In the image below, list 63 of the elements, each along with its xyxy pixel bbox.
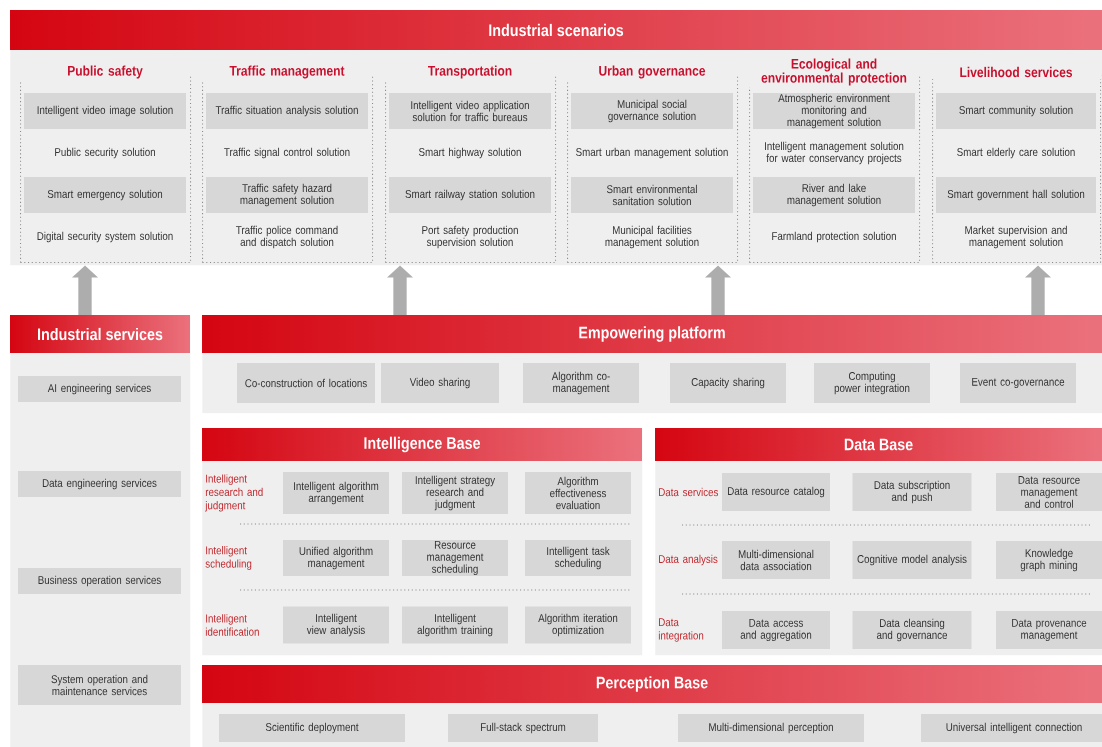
- item-box: Intelligent algorithm arrangement: [283, 472, 389, 514]
- item-box: Smart environmental sanitation solution: [571, 177, 733, 213]
- item-box: Smart government hall solution: [936, 177, 1096, 213]
- item-box: Intelligent video application solution for traffic bureaus: [389, 93, 551, 129]
- item-box: Data resource catalog: [722, 473, 830, 511]
- item-box: Multi-dimensional data association: [722, 541, 830, 579]
- item-box: Smart railway station solution: [389, 177, 551, 213]
- item-label: Market supervision and management solution: [965, 225, 1067, 249]
- row-label: Intelligent scheduling: [205, 546, 252, 570]
- item-box: Video sharing: [381, 363, 499, 403]
- item-box: Universal intelligent connection: [921, 714, 1102, 742]
- item-box: Data provenance management: [996, 611, 1102, 649]
- item-box: Intelligent task scheduling: [525, 540, 631, 576]
- item-label: Digital security system solution: [37, 231, 173, 243]
- item-box: Smart emergency solution: [24, 177, 186, 213]
- item-box: Intelligent strategy research and judgment: [402, 472, 508, 514]
- item-box: Resource management scheduling: [402, 540, 508, 576]
- item-box: Capacity sharing: [670, 363, 786, 403]
- row-label: Data integration: [658, 618, 704, 642]
- item-box: Knowledge graph mining: [996, 541, 1102, 579]
- item-label: Farmland protection solution: [772, 231, 896, 243]
- item-box: Computing power integration: [814, 363, 930, 403]
- item-box: Data access and aggregation: [722, 611, 830, 649]
- item-box: Co-construction of locations: [237, 363, 375, 403]
- row-label: Intelligent research and judgment: [205, 474, 263, 512]
- item-box: Smart community solution: [936, 93, 1096, 129]
- item-box: Data engineering services: [18, 471, 181, 497]
- item-box: Multi-dimensional perception: [678, 714, 864, 742]
- item-box: Data resource management and control: [996, 473, 1102, 511]
- item-box: River and lake management solution: [753, 177, 915, 213]
- row-label: Intelligent identification: [205, 614, 259, 636]
- item-box: Data subscription and push: [852, 473, 972, 511]
- item-box: Event co-governance: [960, 363, 1076, 403]
- item-box: Cognitive model analysis: [852, 541, 972, 579]
- item-label: Municipal facilities management solution: [605, 225, 699, 249]
- item-box: Full-stack spectrum: [448, 714, 598, 742]
- item-label: Traffic police command and dispatch solution: [236, 225, 338, 249]
- item-label: Smart elderly care solution: [957, 147, 1075, 159]
- row-label: Data services: [659, 487, 718, 497]
- item-box: Traffic situation analysis solution: [206, 93, 368, 129]
- item-box: Traffic safety hazard management solution: [206, 177, 368, 213]
- item-label: Traffic signal control solution: [224, 147, 350, 159]
- item-box: Intelligent algorithm training: [402, 606, 508, 644]
- item-label: Smart urban management solution: [576, 147, 728, 159]
- row-label: Data analysis: [659, 554, 718, 566]
- item-box: Data cleansing and governance: [852, 611, 972, 649]
- item-box: Algorithm effectiveness evaluation: [525, 472, 631, 514]
- item-box: System operation and maintenance services: [18, 665, 181, 705]
- item-box: Municipal social governance solution: [571, 93, 733, 129]
- node-label: Ecological and: [791, 58, 877, 72]
- item-box: Algorithm co-management: [523, 363, 639, 403]
- item-box: Unified algorithm management: [283, 540, 389, 576]
- item-box: Intelligent video image solution: [24, 93, 186, 129]
- item-box: Atmospheric environment monitoring and management solution: [753, 93, 915, 129]
- item-label: Intelligent management solution for water conservancy projects: [765, 141, 904, 165]
- item-label: Public security solution: [55, 147, 155, 159]
- item-label: Port safety production supervision solution: [422, 225, 518, 249]
- item-box: Algorithm iteration optimization: [525, 606, 631, 644]
- item-box: AI engineering services: [18, 376, 181, 402]
- item-box: Business operation services: [18, 568, 181, 594]
- item-box: Scientific deployment: [219, 714, 405, 742]
- item-label: Smart highway solution: [419, 147, 521, 159]
- item-box: Intelligent view analysis: [283, 606, 389, 644]
